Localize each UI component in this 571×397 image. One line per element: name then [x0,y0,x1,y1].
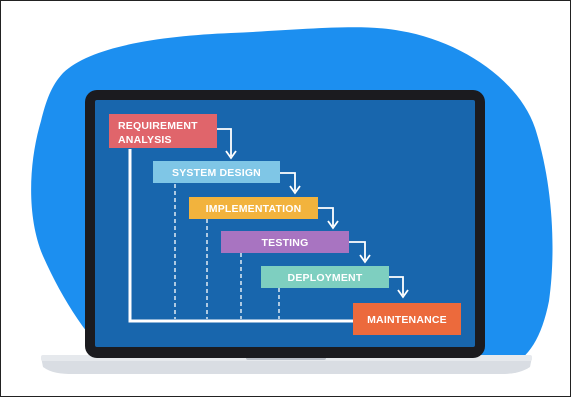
step-box [353,303,461,335]
step-label-line-1: REQUIREMENT [118,120,198,132]
step-label: DEPLOYMENT [288,272,363,284]
step-box [221,231,349,253]
step-deployment: DEPLOYMENT [261,266,389,288]
step-label: SYSTEM DESIGN [172,167,261,179]
step-label: TESTING [262,237,309,249]
step-box [109,114,217,148]
dashed-guides [174,184,280,319]
arrow-3-connector [317,207,334,226]
step-box [261,266,389,288]
step-label-line-2: ANALYSIS [118,134,172,146]
step-label: IMPLEMENTATION [206,203,302,215]
step-box [153,161,280,183]
timeline-line [128,149,353,323]
arrow-head-4 [359,254,371,264]
step-testing: TESTING [221,231,349,253]
step-implementation: IMPLEMENTATION [189,197,318,219]
arrow-1-connector [216,128,232,156]
arrow-head-1 [225,150,237,160]
step-system-design: SYSTEM DESIGN [153,161,280,183]
arrow-heads [225,150,409,299]
arrow-head-5 [397,289,409,299]
arrow-2-connector [280,172,296,191]
arrow-5-connector [389,276,404,295]
arrow-4-connector [349,241,366,260]
step-requirement-analysis: REQUIREMENT ANALYSIS [109,114,217,148]
step-box [189,197,318,219]
step-maintenance: MAINTENANCE [353,303,461,335]
step-label: MAINTENANCE [367,314,447,326]
connector-arrows [216,128,404,295]
arrow-head-3 [327,220,339,230]
arrow-head-2 [289,185,301,195]
